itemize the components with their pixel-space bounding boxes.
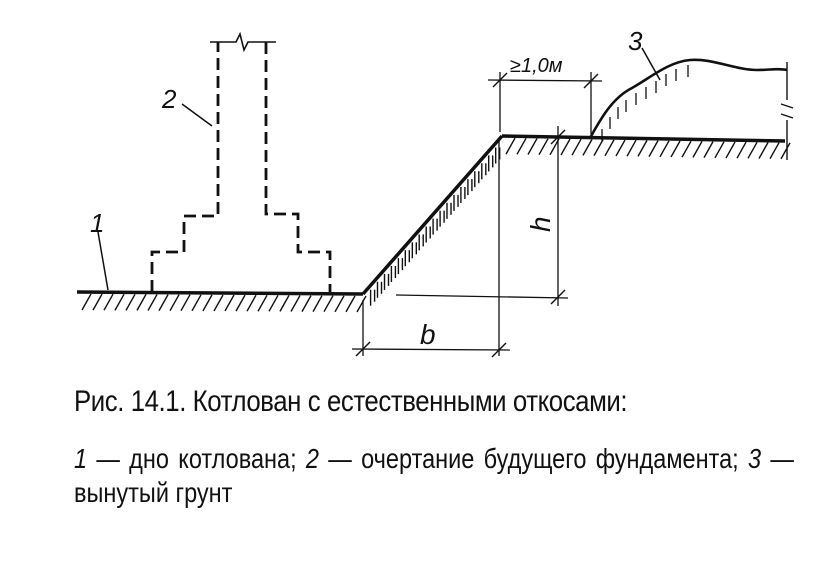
hatch-tick xyxy=(703,141,714,158)
hatch-tick xyxy=(747,141,758,159)
height-tick-top xyxy=(550,129,566,145)
legend-text-2: — очертание будущего фундамента; xyxy=(319,443,748,474)
label-offset: ≥1,0м xyxy=(510,55,563,77)
hatch-tick xyxy=(158,294,169,311)
hatch-tick xyxy=(235,294,246,312)
hatch-tick xyxy=(202,294,213,312)
label-foundation: 2 xyxy=(161,84,177,114)
hatch-tick xyxy=(758,142,769,159)
hatch-tick xyxy=(224,294,235,312)
hatch-tick xyxy=(516,137,527,155)
offset-dimension-line xyxy=(487,79,603,82)
hatch-tick xyxy=(582,139,593,156)
hatch-tick xyxy=(103,293,114,311)
hatch-tick xyxy=(125,293,136,311)
legend-num-3: 3 xyxy=(747,443,762,474)
hatch-tick xyxy=(725,141,736,159)
hatch-tick xyxy=(527,138,538,155)
hatch-tick xyxy=(615,139,626,157)
hatch-tick xyxy=(345,295,356,313)
hatch-tick xyxy=(736,141,747,159)
hatch-tick xyxy=(246,294,257,312)
width-tick-right xyxy=(491,342,507,358)
hatch-tick xyxy=(780,142,791,160)
hatch-tick xyxy=(114,293,125,311)
slope-line xyxy=(361,134,504,296)
right-edge-break xyxy=(780,62,794,160)
label-spoil: 3 xyxy=(628,26,643,56)
hatch-tick xyxy=(312,295,323,313)
excavation-diagram: 1 2 3 h b ≥1,0м xyxy=(76,26,794,358)
hatch-tick xyxy=(136,294,147,311)
hatch-tick xyxy=(714,141,725,159)
hatch-tick xyxy=(604,139,615,157)
legend-text-3: — вынутый грунт xyxy=(74,443,794,508)
caption-legend: 1 — дно котлована; 2 — очертание будущег… xyxy=(74,442,794,510)
hatch-tick xyxy=(648,140,659,157)
height-extension-top xyxy=(531,136,569,139)
legend-text-1: — дно котлована; xyxy=(87,443,306,474)
spoil-heap-outline xyxy=(588,58,788,139)
hatch-tick xyxy=(593,139,604,156)
foundation-break-line xyxy=(210,31,276,53)
hatch-tick xyxy=(290,295,301,312)
height-extension-bottom xyxy=(395,294,569,299)
hatch-tick xyxy=(560,138,571,156)
offset-tick-left xyxy=(492,72,508,88)
hatch-tick xyxy=(301,295,312,312)
ground-hatching-top xyxy=(505,137,791,160)
hatch-tick xyxy=(659,140,670,158)
label-height: h xyxy=(525,216,556,232)
hatch-tick xyxy=(257,294,268,312)
hatch-tick xyxy=(538,138,549,156)
spoil-hatching xyxy=(601,65,689,141)
hatch-tick xyxy=(637,140,648,157)
hatch-tick xyxy=(180,294,191,312)
legend-num-2: 2 xyxy=(305,443,320,474)
hatch-tick xyxy=(147,294,158,311)
hatch-tick xyxy=(681,140,692,158)
hatch-tick xyxy=(92,293,103,311)
legend-num-1: 1 xyxy=(74,443,88,474)
width-dimension-line xyxy=(351,348,511,351)
future-foundation-outline xyxy=(150,42,332,292)
pit-bottom-line xyxy=(76,290,364,296)
caption-title: Рис. 14.1. Котлован с естественными отко… xyxy=(74,385,628,418)
label-width: b xyxy=(420,319,436,350)
hatch-tick xyxy=(213,294,224,312)
hatch-tick xyxy=(268,294,279,312)
hatch-tick xyxy=(81,293,92,311)
offset-tick-right xyxy=(583,73,599,89)
hatch-tick xyxy=(571,138,582,156)
hatch-tick xyxy=(191,294,202,312)
hatch-tick xyxy=(356,295,367,313)
height-tick-bottom xyxy=(550,289,566,305)
width-tick-left xyxy=(355,341,371,357)
hatch-tick xyxy=(334,295,345,313)
hatch-tick xyxy=(626,139,637,157)
hatch-tick xyxy=(279,295,290,312)
ground-hatching-bottom xyxy=(81,293,367,313)
figure-caption: Рис. 14.1. Котлован с естественными отко… xyxy=(74,384,794,510)
hatch-tick xyxy=(505,137,516,155)
leader-line-1 xyxy=(97,231,109,291)
label-bottom: 1 xyxy=(90,208,104,238)
hatch-tick xyxy=(692,141,703,158)
hatch-tick xyxy=(169,294,180,312)
leader-line-3 xyxy=(641,47,661,81)
leader-line-2 xyxy=(181,103,213,127)
hatch-tick xyxy=(323,295,334,313)
hatch-tick xyxy=(769,142,780,160)
ground-hatching-slope xyxy=(369,147,501,306)
hatch-tick xyxy=(670,140,681,158)
